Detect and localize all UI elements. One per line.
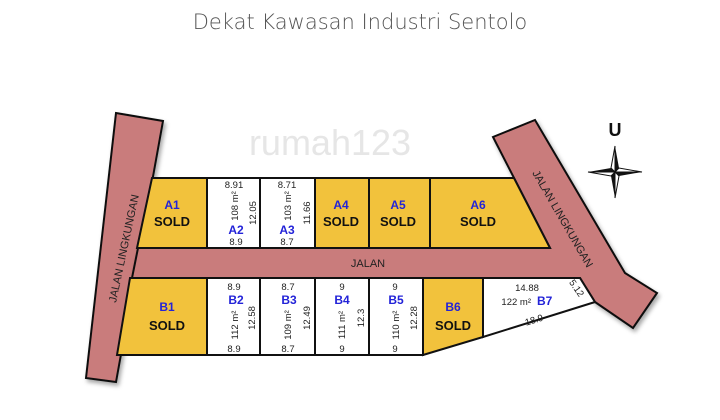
lot-b7[interactable] xyxy=(482,277,597,339)
lot-a6-id: A6 xyxy=(470,198,486,212)
lot-b1-status: SOLD xyxy=(149,318,185,333)
north-label: U xyxy=(609,120,622,140)
lot-b3-id: B3 xyxy=(281,293,297,307)
lot-b4-side: 12.3 xyxy=(356,309,367,328)
lot-a2-bottom: 8.9 xyxy=(229,237,242,248)
lot-b6[interactable] xyxy=(422,277,484,357)
lot-b6-status: SOLD xyxy=(435,318,471,333)
lot-a3-top: 8.71 xyxy=(278,180,297,191)
lot-b2-id: B2 xyxy=(228,293,244,307)
lot-a3-area: 103 m² xyxy=(283,191,294,221)
lot-b2-area: 112 m² xyxy=(230,311,241,340)
lot-a2[interactable] xyxy=(206,177,261,249)
lot-a2-top: 8.91 xyxy=(225,180,244,191)
lot-b4[interactable] xyxy=(314,277,370,356)
lot-b4-bottom: 9 xyxy=(339,344,344,355)
lot-a4[interactable] xyxy=(314,177,370,249)
left-road xyxy=(84,111,165,384)
lot-a5-id: A5 xyxy=(390,198,406,212)
lot-b2-side: 12.58 xyxy=(247,306,258,330)
main-road-label: JALAN xyxy=(351,258,385,270)
lot-b7-top: 14.88 xyxy=(515,283,539,294)
lot-b1-id: B1 xyxy=(159,300,175,314)
lot-b2-top: 8.9 xyxy=(227,282,240,293)
lot-a4-id: A4 xyxy=(333,198,349,212)
compass-rose-icon xyxy=(587,145,643,199)
lot-b3-top: 8.7 xyxy=(281,282,294,293)
lot-a3-bottom: 8.7 xyxy=(280,237,293,248)
lot-a2-side: 12.05 xyxy=(248,201,259,225)
lot-a5-status: SOLD xyxy=(380,214,416,229)
lot-b5-id: B5 xyxy=(388,293,404,307)
lot-b5-top: 9 xyxy=(392,282,397,293)
lot-b1[interactable] xyxy=(115,277,208,356)
lot-b4-area: 111 m² xyxy=(337,311,348,339)
lot-a3-side: 11.66 xyxy=(302,201,313,224)
lot-a4-status: SOLD xyxy=(323,214,359,229)
lot-b3-area: 109 m² xyxy=(283,310,294,340)
lot-a2-id: A2 xyxy=(228,223,244,237)
lot-a6-status: SOLD xyxy=(460,214,496,229)
lot-b5-area: 110 m² xyxy=(391,311,402,340)
lot-b3-side: 12.49 xyxy=(302,306,313,330)
lot-a1-status: SOLD xyxy=(154,214,190,229)
watermark: rumah123 xyxy=(249,122,411,163)
lot-a2-area: 108 m² xyxy=(230,191,241,221)
lot-b5[interactable] xyxy=(368,277,424,356)
lot-a6[interactable] xyxy=(429,177,552,249)
lot-a1-id: A1 xyxy=(164,198,180,212)
lot-b7-bottom: 18.9 xyxy=(524,313,545,329)
lot-b5-bottom: 9 xyxy=(392,344,397,355)
lot-b7-area: 122 m² xyxy=(501,297,531,308)
lot-b6-id: B6 xyxy=(445,300,461,314)
lot-a5[interactable] xyxy=(368,177,431,249)
lot-b5-side: 12.28 xyxy=(409,306,420,330)
lot-b2-bottom: 8.9 xyxy=(227,344,240,355)
lot-b4-top: 9 xyxy=(339,282,344,293)
subtitle: Dekat Kawasan Industri Sentolo xyxy=(192,10,528,34)
lot-b3-bottom: 8.7 xyxy=(281,344,294,355)
lot-a3-id: A3 xyxy=(279,223,295,237)
lot-b7-id: B7 xyxy=(537,294,553,308)
lot-b4-id: B4 xyxy=(334,293,350,307)
